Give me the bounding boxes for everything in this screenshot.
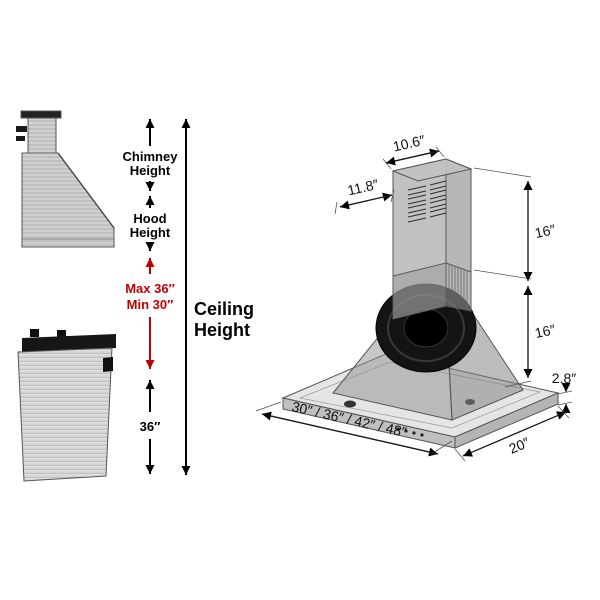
cooktop-control-panel [22, 334, 116, 352]
vent-slots [407, 180, 447, 223]
ceiling-height-label: Ceiling [194, 299, 254, 319]
top-depth-label: 10.6″ [391, 132, 426, 155]
top-width-dim-line [339, 194, 393, 210]
ext-line [504, 380, 532, 388]
chimney-telescopic-seam [392, 262, 472, 277]
hood-body-side [21, 152, 115, 248]
hood-side-view [16, 110, 115, 248]
height-dimensions: Chimney Height Hood Height Max 36″ Min 3… [123, 119, 179, 474]
chimney-side [27, 117, 57, 154]
ext-line [473, 167, 532, 178]
width-dim-line [261, 411, 439, 455]
ext-line [473, 269, 532, 280]
chimney-cap [20, 110, 62, 119]
hood-height-label: Hood [133, 211, 166, 226]
chimney-top-face [391, 158, 473, 182]
chimney-height-label: Chimney [123, 149, 179, 164]
hood-isometric-view [281, 158, 560, 449]
hood-control-buttons [396, 427, 424, 437]
ext-line [382, 158, 392, 170]
ext-line [557, 401, 573, 406]
side-ridges [448, 264, 468, 310]
cooktop-knob [30, 329, 39, 337]
cooktop-surface [17, 347, 113, 482]
base-lip-label: 2.8″ [552, 370, 576, 386]
hood-height-label: Height [130, 225, 171, 240]
wall-bracket-icon [16, 136, 25, 141]
hood-slope-edge [57, 152, 115, 229]
ext-line [255, 401, 282, 412]
wall-bracket-icon [16, 126, 27, 132]
cooktop-distance-label: 36″ [140, 419, 161, 434]
cooktop-knob [57, 330, 66, 337]
chimney-lower-section [393, 263, 446, 319]
ext-line [334, 201, 338, 215]
cooktop-handle [103, 357, 113, 372]
min-height-label: Min 30″ [127, 297, 174, 312]
hood-light-icon [344, 400, 356, 408]
max-height-label: Max 36″ [125, 281, 175, 296]
chimney-height-label: Height [130, 163, 171, 178]
ext-line [557, 405, 570, 419]
depth-dim-line [462, 411, 567, 457]
cooktop-top-view [17, 329, 116, 482]
ceiling-height-dimension: Ceiling Height [181, 119, 254, 475]
lower-height-label: 16″ [533, 321, 556, 341]
ext-line [454, 448, 466, 462]
depth-label: 20″ [506, 434, 531, 457]
upper-height-label: 16″ [533, 221, 556, 241]
hood-base-front-right [454, 392, 559, 449]
ext-line [557, 390, 573, 395]
ceiling-height-label: Height [194, 320, 250, 340]
top-width-label: 11.8″ [346, 176, 380, 199]
top-depth-dim-line [385, 150, 440, 166]
